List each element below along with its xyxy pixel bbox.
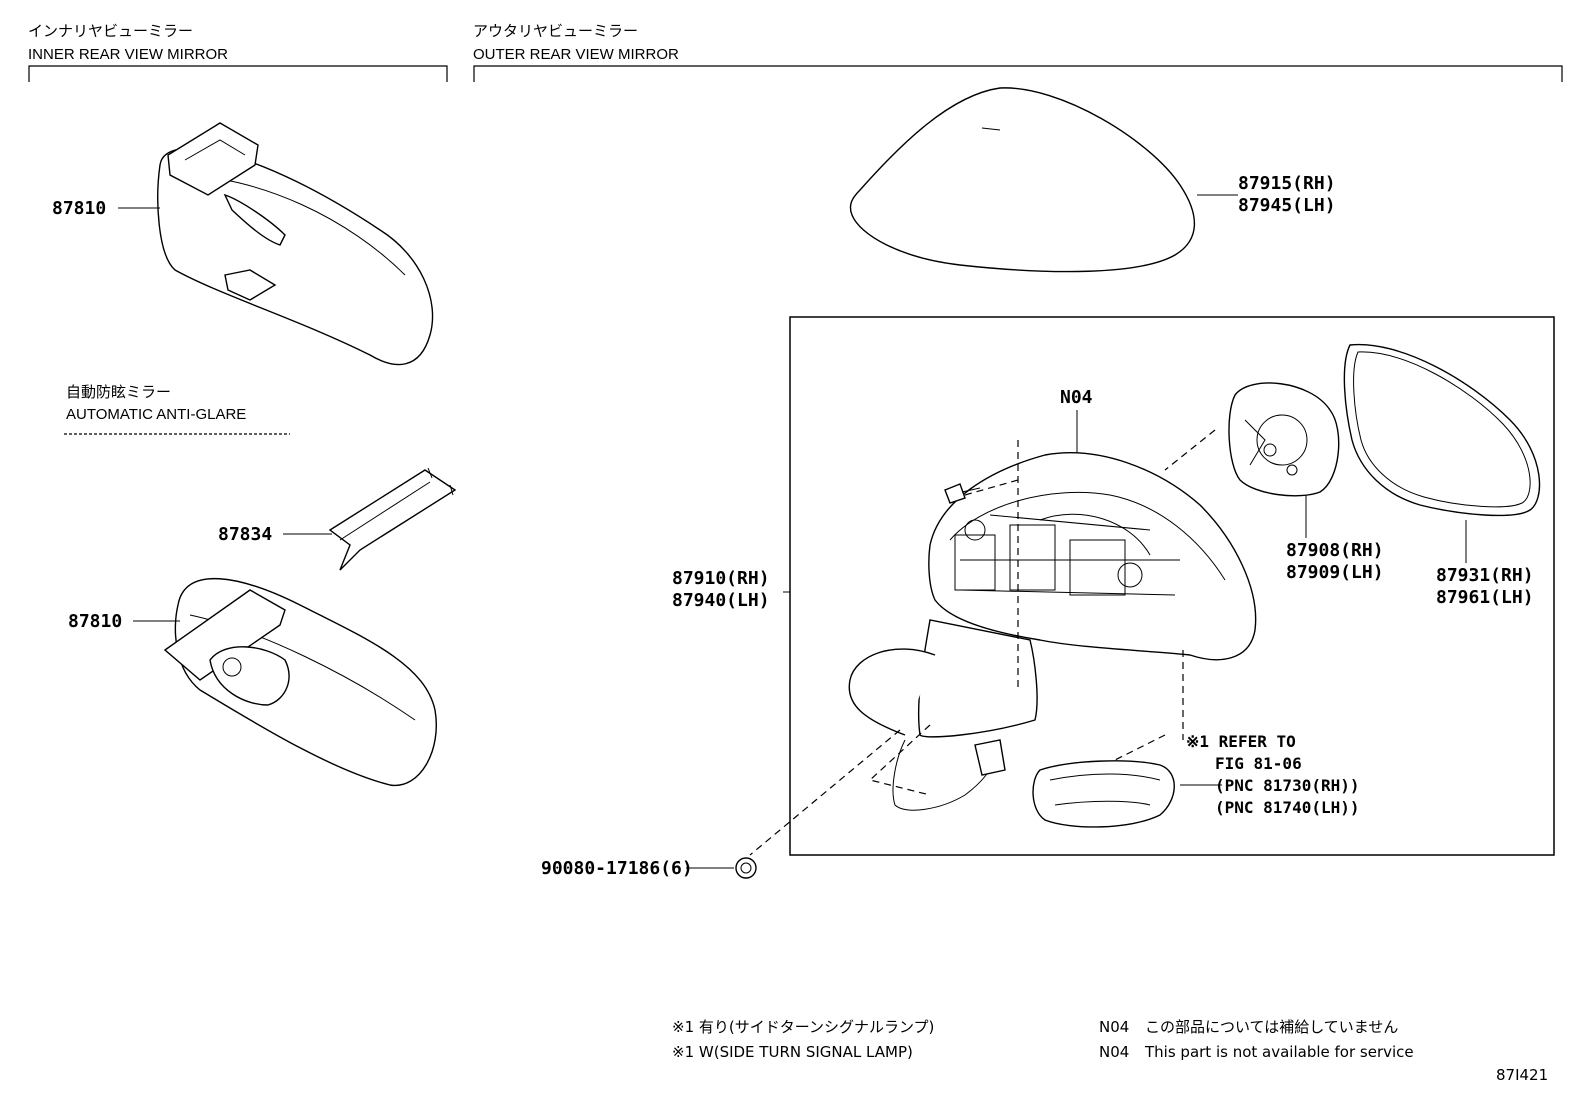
callout-cap-rh: 87915(RH)	[1238, 173, 1336, 194]
screw-drawing	[944, 483, 981, 504]
inner-bracket	[28, 65, 448, 82]
callout-motor-lh: 87909(LH)	[1286, 562, 1384, 583]
anti-glare-mirror-drawing	[163, 577, 437, 786]
inner-mirror-drawing	[157, 122, 434, 366]
outer-title-jp: アウタリヤビューミラー	[473, 22, 638, 40]
mirror-cover-drawing	[328, 467, 457, 571]
refer-line4: (PNC 81740(LH))	[1215, 798, 1360, 817]
callout-n04: N04	[1060, 387, 1093, 408]
mirror-glass-drawing	[1343, 343, 1541, 517]
callout-87810-b: 87810	[68, 611, 122, 632]
note-n04-code-en: N04	[1099, 1043, 1129, 1061]
callout-glass-lh: 87961(LH)	[1436, 587, 1534, 608]
footer-notes: ※1 有り(サイドターンシグナルランプ) ※1 W(SIDE TURN SIGN…	[672, 1018, 1548, 1084]
callout-87834: 87834	[218, 524, 272, 545]
anti-glare-header: 自動防眩ミラー AUTOMATIC ANTI-GLARE	[64, 383, 290, 435]
callout-assy-rh: 87910(RH)	[672, 568, 770, 589]
refer-line1: ※1 REFER TO	[1186, 732, 1296, 751]
figure-id: 87I421	[1496, 1066, 1548, 1084]
inner-title-jp: インナリヤビューミラー	[28, 22, 193, 40]
outer-bracket	[473, 65, 1563, 82]
outer-title-en: OUTER REAR VIEW MIRROR	[473, 46, 679, 63]
assembly-dash-lines	[749, 429, 1216, 856]
anti-glare-title-jp: 自動防眩ミラー	[66, 383, 171, 401]
turn-signal-lamp-drawing	[1032, 760, 1175, 828]
nut-drawing	[735, 857, 757, 879]
refer-line2: FIG 81-06	[1215, 754, 1302, 773]
callout-glass-rh: 87931(RH)	[1436, 565, 1534, 586]
callout-87810-a: 87810	[52, 198, 106, 219]
assembly-box	[789, 316, 1555, 856]
callout-motor-rh: 87908(RH)	[1286, 540, 1384, 561]
outer-section-header: アウタリヤビューミラー OUTER REAR VIEW MIRROR	[473, 22, 1563, 82]
callout-nut: 90080-17186(6)	[541, 858, 693, 879]
mirror-cap-drawing	[849, 87, 1196, 273]
mirror-body-drawing	[848, 452, 1257, 811]
refer-line3: (PNC 81730(RH))	[1215, 776, 1360, 795]
inner-section-header: インナリヤビューミラー INNER REAR VIEW MIRROR	[28, 22, 448, 82]
note-n04-code-jp: N04	[1099, 1018, 1129, 1036]
mirror-motor-drawing	[1228, 382, 1340, 497]
refer-note: ※1 REFER TO FIG 81-06 (PNC 81730(RH)) (P…	[1186, 732, 1360, 817]
note-star-jp: ※1 有り(サイドターンシグナルランプ)	[672, 1018, 934, 1036]
callout-assy-lh: 87940(LH)	[672, 590, 770, 611]
note-n04-en: This part is not available for service	[1144, 1043, 1414, 1061]
note-star-en: ※1 W(SIDE TURN SIGNAL LAMP)	[672, 1043, 913, 1061]
callout-cap-lh: 87945(LH)	[1238, 195, 1336, 216]
anti-glare-title-en: AUTOMATIC ANTI-GLARE	[66, 406, 246, 423]
inner-title-en: INNER REAR VIEW MIRROR	[28, 46, 228, 63]
note-n04-jp: この部品については補給していません	[1145, 1018, 1398, 1036]
